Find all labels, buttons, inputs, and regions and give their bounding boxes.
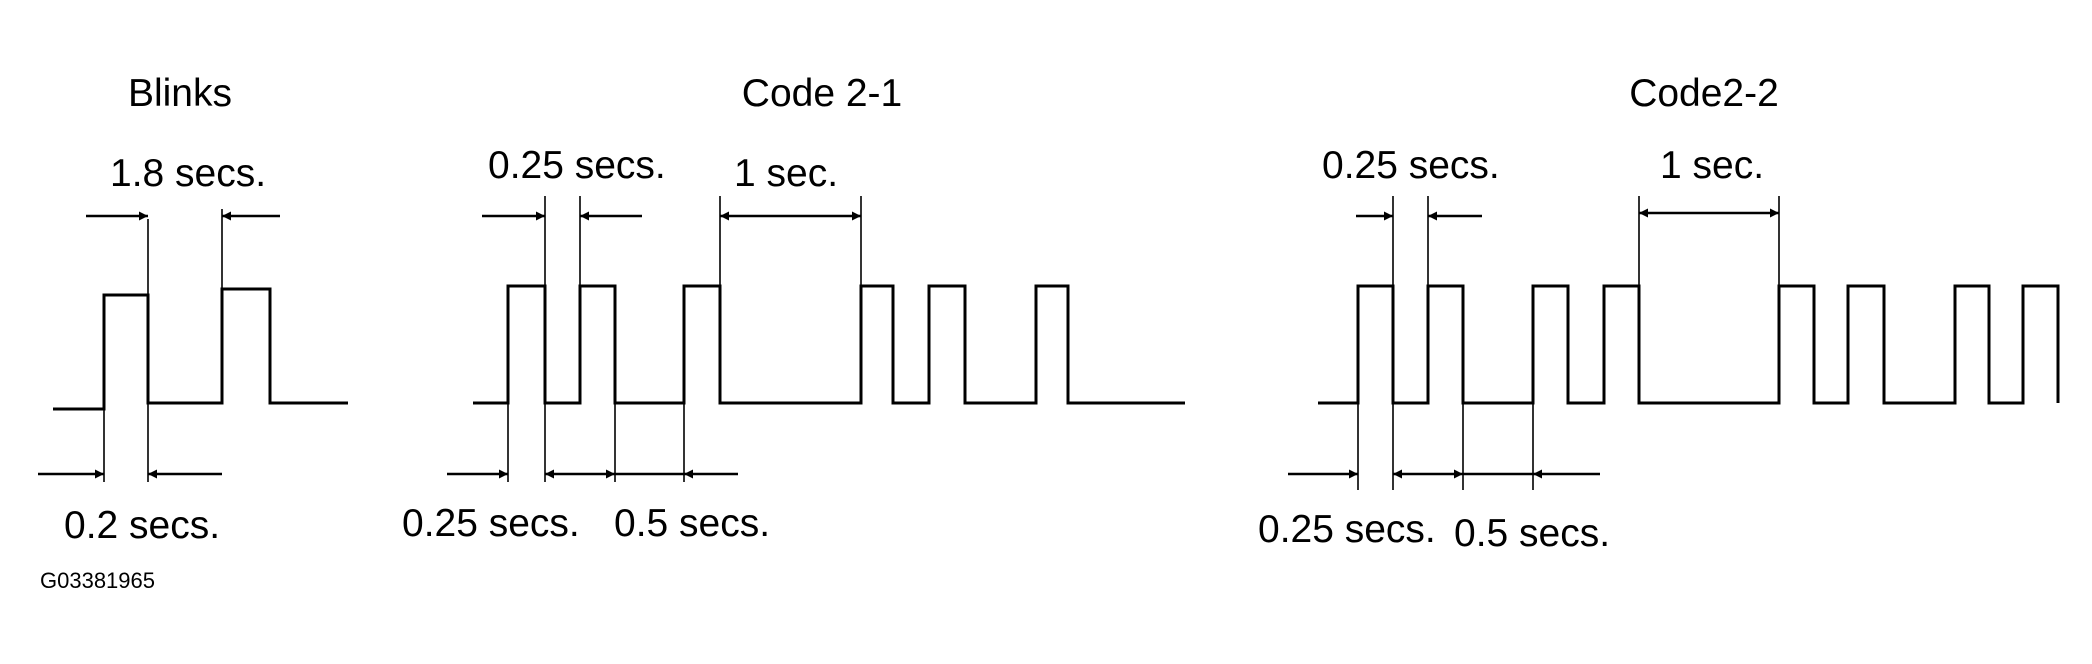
blinks-pulse-label: 0.2 secs. (64, 504, 220, 547)
code-2-2-panel: Code2-2 0.25 secs. 1 sec. 0.25 secs. 0.5… (1258, 72, 2060, 555)
blinks-waveform (53, 287, 348, 411)
code-2-1-gap-label: 0.25 secs. (488, 144, 666, 187)
code-2-2-pulse-label: 0.25 secs. (1258, 508, 1436, 551)
code-2-2-pause-label: 1 sec. (1660, 144, 1764, 187)
code-2-2-title: Code2-2 (1629, 72, 1779, 115)
code-2-1-pause-label: 1 sec. (734, 152, 838, 195)
figure-id: G03381965 (40, 568, 155, 593)
code-2-1-pulse-label: 0.25 secs. (402, 502, 580, 545)
code-2-1-title: Code 2-1 (742, 72, 902, 115)
blinks-panel: Blinks 1.8 secs. 0.2 secs. (38, 72, 348, 547)
code-2-1-panel: Code 2-1 0.25 secs. 1 sec. 0.25 secs. 0.… (402, 72, 1185, 545)
code-2-2-gap-label: 0.25 secs. (1322, 144, 1500, 187)
blinks-long-gap-label: 1.8 secs. (110, 152, 266, 195)
code-2-1-waveform (473, 284, 1185, 405)
code-2-2-waveform (1318, 284, 2060, 405)
blinks-title: Blinks (128, 72, 232, 115)
code-2-1-low-label: 0.5 secs. (614, 502, 770, 545)
code-2-2-low-label: 0.5 secs. (1454, 512, 1610, 555)
